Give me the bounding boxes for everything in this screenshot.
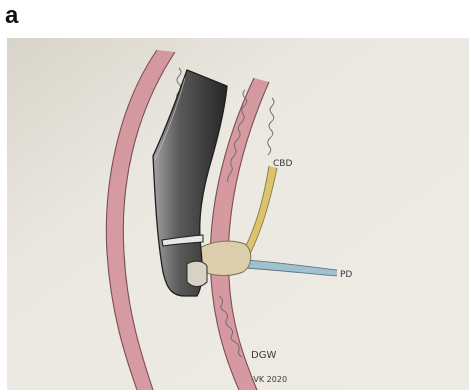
signature: -VK 2020 xyxy=(251,375,287,384)
drawing-photo: CBD PD DGW -VK 2020 xyxy=(7,38,469,390)
panel-label: a xyxy=(5,2,18,30)
label-pd: PD xyxy=(340,270,352,280)
drawing-canvas: CBD PD DGW -VK 2020 xyxy=(7,38,469,390)
scope-cap xyxy=(187,261,207,286)
label-dgw: DGW xyxy=(251,350,276,361)
label-cbd: CBD xyxy=(273,159,292,169)
